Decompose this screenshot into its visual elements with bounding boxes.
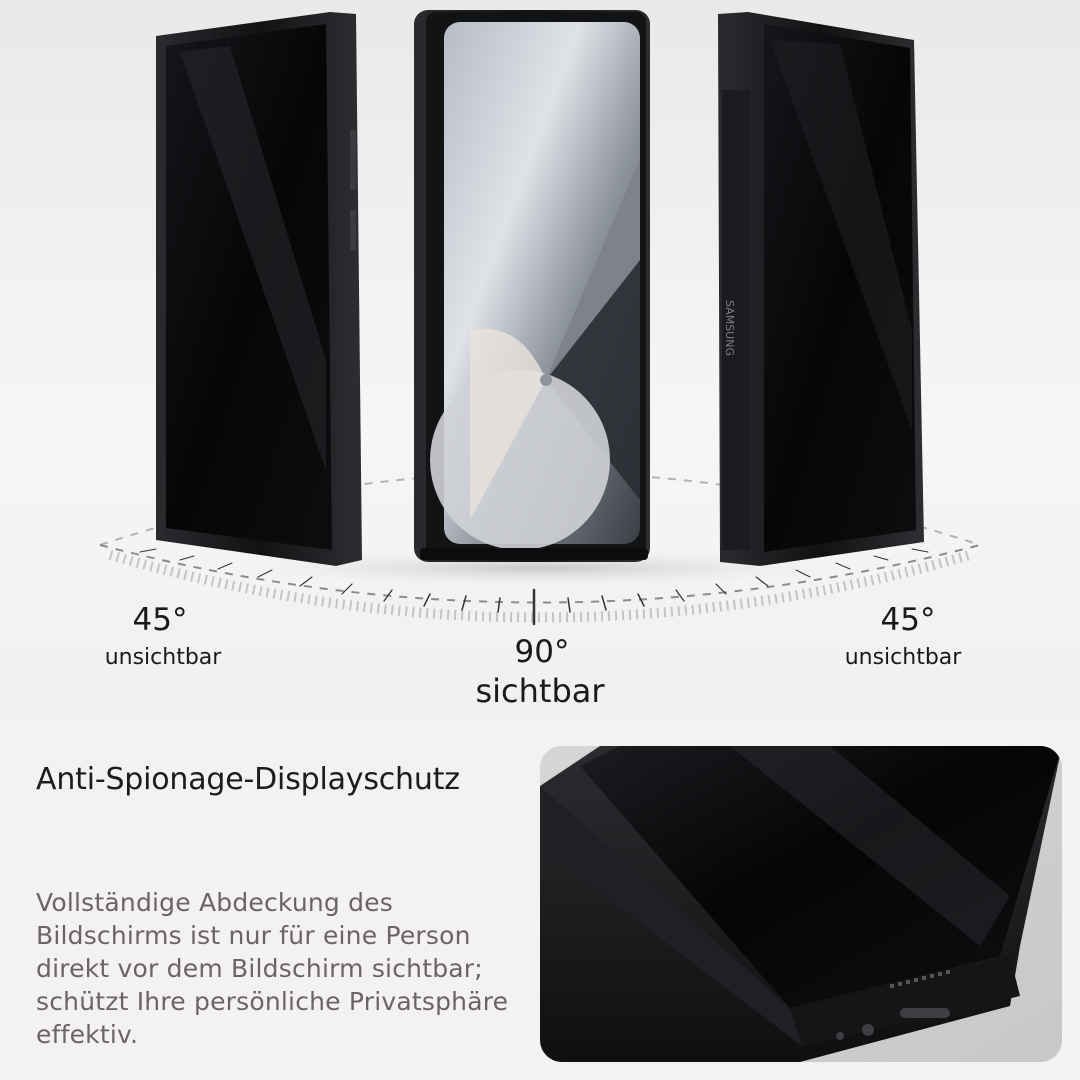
floor-shadow <box>240 550 840 586</box>
center-angle-degree: 90° <box>514 634 570 670</box>
phone-right-angled: SAMSUNG <box>718 12 924 566</box>
port-hole <box>836 1032 844 1040</box>
left-angle-caption: unsichtbar <box>104 645 222 670</box>
feature-title: Anti-Spionage-Displayschutz <box>36 762 460 797</box>
phone-closeup-illustration <box>540 746 1062 1062</box>
angle-ruler-ticks <box>139 548 929 626</box>
center-angle-caption: sichtbar <box>475 672 605 710</box>
right-angle-caption: unsichtbar <box>844 645 962 670</box>
usb-port <box>900 1008 950 1018</box>
speaker-grille <box>890 970 950 988</box>
hero-illustration: SAMSUNG 45° unsichtbar 90° sichtbar 45° … <box>0 0 1080 718</box>
left-angle-degree: 45° <box>132 602 188 638</box>
phone-closeup-photo <box>540 746 1062 1062</box>
phone-center-visible <box>414 10 650 562</box>
port-hole <box>862 1024 874 1036</box>
brand-logo: SAMSUNG <box>723 300 736 356</box>
right-angle-degree: 45° <box>880 602 936 638</box>
privacy-angle-illustration: SAMSUNG <box>0 0 1080 718</box>
feature-description: Vollständige Abdeckung des Bildschirms i… <box>36 888 509 1049</box>
phone-left-angled <box>156 12 362 566</box>
